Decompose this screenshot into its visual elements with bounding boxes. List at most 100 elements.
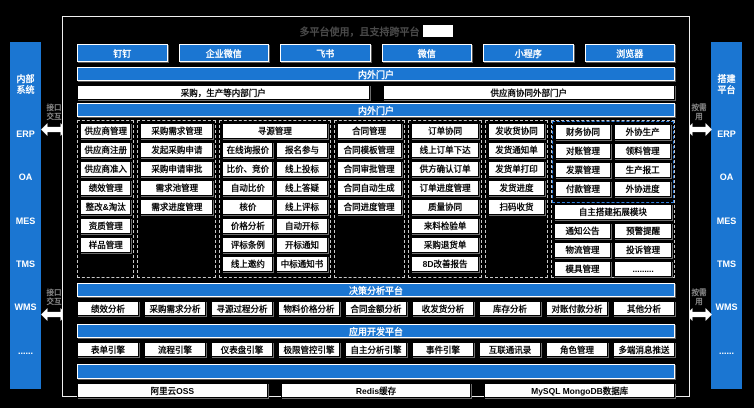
module-box: 合同进度管理 — [336, 199, 402, 215]
diagram-title: 多平台使用，且支持跨平台 — [299, 27, 420, 39]
engine-box: 角色管理 — [546, 342, 608, 357]
module-box: 比价、竞价 — [222, 161, 274, 177]
finance-outsourcing-dashed-box: 财务协同 对账管理发票管理付款管理 外协生产 领料管理生产报工外协进度 — [551, 121, 674, 203]
extension-module-grid: 通知公告预警提醒物流管理投诉管理模具管理......... — [553, 223, 672, 280]
interface-label: 接口 交互 — [46, 103, 62, 121]
redaction-box — [422, 24, 453, 37]
analysis-row: 绩效分析采购需求分析寻源过程分析物料价格分析合同金额分析收发货分析库存分析对账付… — [77, 301, 675, 316]
left-connector-bottom: 接口 交互 — [41, 288, 67, 321]
module-box: 供应商准入 — [80, 161, 132, 177]
double-arrow-icon — [686, 308, 712, 321]
portal-bar: 内外门户 — [77, 67, 675, 81]
module-box: 需求池管理 — [140, 180, 214, 196]
interface-label: 接口 交互 — [46, 288, 62, 306]
portal-box: 供应商协同外部门户 — [382, 85, 675, 100]
module-box: 订单进度管理 — [410, 180, 480, 196]
module-box: 资质管理 — [80, 218, 132, 234]
column-contract-management: 合同管理 合同模板管理合同审批管理合同自动生成合同进度管理 — [333, 120, 405, 278]
analysis-box: 寻源过程分析 — [211, 301, 273, 316]
module-box: 在线询报价 — [222, 142, 274, 158]
building-platform-label: TMS — [717, 258, 736, 269]
double-arrow-icon — [41, 308, 67, 321]
column-shipping-receiving: 发收货协同 发货通知单发货单打印发货进度扫码收货 — [485, 120, 548, 278]
engine-box: 流程引擎 — [144, 342, 206, 357]
portal-boxes-row: 采购，生产等内部门户供应商协同外部门户 — [77, 85, 675, 100]
storage-box: Redis缓存 — [280, 383, 472, 398]
module-box: 预警提醒 — [614, 223, 672, 239]
engine-box: 表单引擎 — [77, 342, 139, 357]
module-box: 评标条例 — [222, 237, 274, 253]
module-box: 合同模板管理 — [336, 142, 402, 158]
column-header: 外协生产 — [614, 124, 672, 140]
module-box: 物流管理 — [553, 242, 612, 258]
internal-system-label: WMS — [14, 302, 37, 313]
module-box: 中标通知书 — [276, 256, 328, 272]
right-connector-top: 按需 用 — [686, 103, 712, 136]
right-connector-bottom: 按需 用 — [686, 288, 712, 321]
left-connector-top: 接口 交互 — [41, 103, 67, 136]
building-platform-title: 搭建 平台 — [717, 74, 736, 96]
module-box: 供方确认订单 — [410, 161, 480, 177]
column-sourcing-management: 寻源管理 在线询报价比价、竞价自动比价核价价格分析评标条例线上邀约 报名参与线上… — [219, 120, 331, 278]
dev-row: 表单引擎流程引擎仪表盘引擎极限管控引擎自主分析引擎事件引擎互联通讯录角色管理多端… — [77, 342, 675, 357]
column-order-collaboration: 订单协同 线上订单下达供方确认订单订单进度管理质量协同来料检验单采购退货单 8D改… — [407, 120, 483, 278]
app-entry-chip: 微信 — [381, 44, 472, 62]
module-box: 8D改善报告 — [410, 256, 480, 272]
internal-system-label: MES — [15, 215, 36, 226]
dev-platform-bar: 应用开发平台 — [77, 324, 675, 338]
column-finance-outsourcing-group: 财务协同 对账管理发票管理付款管理 外协生产 领料管理生产报工外协进度 自主搭建… — [550, 120, 675, 280]
module-box: 投诉管理 — [614, 242, 672, 258]
module-box: 扫码收货 — [488, 199, 545, 215]
building-platform-label: ERP — [717, 128, 736, 139]
internal-system-label: TMS — [16, 258, 35, 269]
building-platform-label: WMS — [715, 302, 738, 313]
module-box: 生产报工 — [614, 162, 672, 178]
double-arrow-icon — [686, 123, 712, 136]
analysis-box: 对账付款分析 — [546, 301, 608, 316]
module-box: 报名参与 — [276, 142, 328, 158]
module-box: 自动比价 — [222, 180, 274, 196]
sourcing-subcolumns: 在线询报价比价、竞价自动比价核价价格分析评标条例线上邀约 报名参与线上投标线上答… — [222, 142, 328, 275]
module-box: 线上答疑 — [276, 180, 328, 196]
module-box: 模具管理 — [553, 261, 612, 277]
column-header: 财务协同 — [554, 124, 612, 140]
module-box: 发货单打印 — [488, 161, 545, 177]
building-platform-label: ...... — [718, 345, 734, 356]
infrastructure-bar — [77, 364, 675, 379]
module-box: 整改&淘汰 — [80, 199, 132, 215]
module-box: 来料检验单 — [410, 218, 480, 234]
analysis-platform-bar: 决策分析平台 — [77, 283, 675, 297]
column-header: 供应商管理 — [80, 123, 132, 139]
module-box: 采购退货单 — [410, 237, 480, 253]
platform-header-bar: 内外门户 — [77, 103, 675, 117]
module-box: 供应商注册 — [80, 142, 132, 158]
engine-box: 自主分析引擎 — [345, 342, 407, 357]
column-header: 采购需求管理 — [140, 123, 214, 139]
module-box: 发起采购申请 — [140, 142, 214, 158]
module-box: 线上订单下达 — [410, 142, 480, 158]
module-box: 质量协同 — [410, 199, 480, 215]
module-box: 合同审批管理 — [336, 161, 402, 177]
module-box: 线上邀约 — [222, 256, 274, 272]
module-box: 核价 — [222, 199, 274, 215]
module-box: 付款管理 — [554, 181, 612, 197]
analysis-box: 物料价格分析 — [278, 301, 340, 316]
extension-module-header: 自主搭建拓展模块 — [553, 204, 672, 220]
analysis-box: 收发货分析 — [412, 301, 474, 316]
module-box: 样品管理 — [80, 237, 132, 253]
internal-system-label: ERP — [16, 128, 35, 139]
app-entry-chip: 钉钉 — [77, 44, 168, 62]
module-box: 线上评标 — [276, 199, 328, 215]
column-header: 订单协同 — [410, 123, 480, 139]
analysis-box: 采购需求分析 — [144, 301, 206, 316]
internal-system-label: OA — [18, 172, 33, 183]
module-box: 绩效管理 — [80, 180, 132, 196]
app-entry-chip: 浏览器 — [584, 44, 675, 62]
on-demand-label: 按需 用 — [691, 103, 707, 121]
analysis-box: 绩效分析 — [77, 301, 139, 316]
app-entry-chip: 企业微信 — [178, 44, 269, 62]
column-header: 发收货协同 — [488, 123, 545, 139]
engine-box: 事件引擎 — [412, 342, 474, 357]
